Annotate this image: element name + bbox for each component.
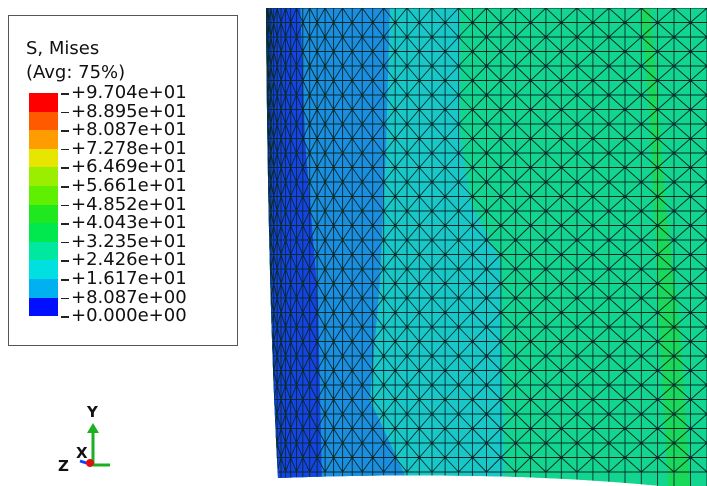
legend-tick [61, 316, 69, 318]
legend-value: +8.895e+01 [71, 100, 187, 122]
contour-legend: S, Mises (Avg: 75%) +9.704e+01+8.895e+01… [8, 15, 238, 346]
triad-x-label: X [76, 444, 88, 462]
legend-value: +4.852e+01 [71, 193, 187, 215]
legend-value: +1.617e+01 [71, 268, 187, 289]
legend-value: +3.235e+01 [71, 230, 187, 252]
legend-swatch [29, 130, 58, 149]
legend-tick [61, 93, 69, 95]
triad-y-label: Y [86, 403, 99, 421]
legend-value: +8.087e+01 [71, 119, 187, 141]
legend-swatch [29, 260, 58, 279]
contour-band-deep-blue [266, 8, 322, 486]
legend-tick [61, 279, 69, 281]
legend-tick [61, 130, 69, 132]
legend-value: +7.278e+01 [71, 137, 187, 159]
legend-tick [61, 241, 69, 244]
coordinate-triad: Y Z X [58, 403, 110, 475]
legend-swatch [29, 186, 58, 205]
legend-swatch [29, 241, 58, 261]
legend-tick [61, 204, 69, 207]
legend-averaging: (Avg: 75%) [26, 62, 126, 83]
legend-swatch [29, 111, 58, 131]
triad-z-label: Z [58, 457, 69, 475]
legend-swatch [29, 148, 58, 168]
legend-tick [61, 111, 69, 114]
legend-value: +5.661e+01 [71, 175, 187, 196]
legend-tick [61, 167, 69, 169]
legend-title: S, Mises [26, 38, 100, 59]
contour-band-right-edge [650, 8, 707, 486]
legend-value: +6.469e+01 [71, 156, 187, 178]
legend-tick [61, 186, 69, 188]
cylinder-surface [266, 8, 707, 486]
legend-value: +0.000e+00 [71, 305, 187, 327]
legend-swatch [29, 297, 58, 317]
legend-tick [61, 260, 69, 262]
legend-tick [61, 297, 69, 300]
legend-tick [61, 148, 69, 151]
legend-swatch [29, 167, 58, 186]
legend-swatch [29, 93, 58, 112]
legend-value: +9.704e+01 [71, 82, 187, 103]
legend-swatch [29, 279, 58, 298]
legend-value: +8.087e+00 [71, 286, 187, 308]
legend-value: +2.426e+01 [71, 249, 187, 271]
legend-swatch [29, 223, 58, 242]
legend-tick [61, 223, 69, 225]
legend-swatch [29, 204, 58, 224]
legend-value: +4.043e+01 [71, 212, 187, 234]
